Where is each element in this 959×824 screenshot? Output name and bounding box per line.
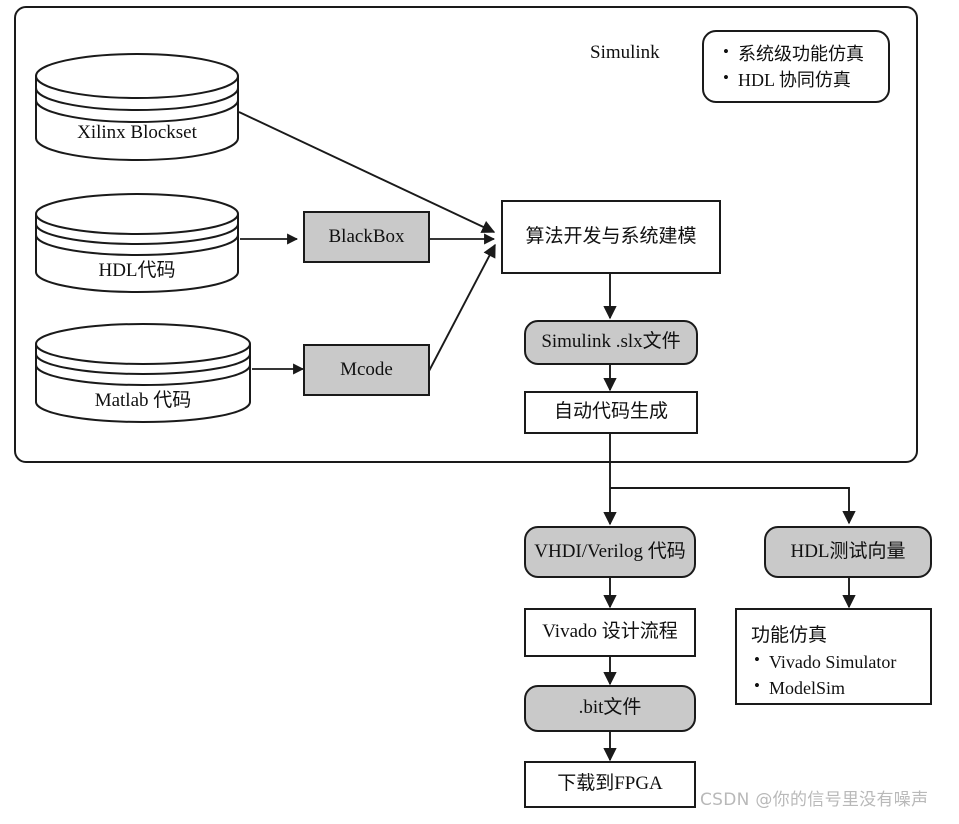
source-cylinder-hdl-code: HDL代码	[34, 192, 240, 294]
block-blackbox: BlackBox	[303, 211, 430, 263]
functional-simulation-item-1: ModelSim	[754, 674, 922, 701]
block-download-to-fpga: 下载到FPGA	[524, 761, 696, 808]
simulink-container	[14, 6, 918, 463]
cylinder-shape	[35, 53, 239, 161]
csdn-watermark: CSDN @你的信号里没有噪声	[700, 790, 929, 810]
cylinder-shape	[35, 323, 251, 423]
callout-item-0: 系统级功能仿真	[723, 40, 878, 67]
source-cylinder-label: Matlab 代码	[94, 390, 192, 411]
block-algorithm-modeling: 算法开发与系统建模	[501, 200, 721, 274]
simulink-container-label: Simulink	[590, 42, 660, 63]
source-cylinder-matlab-code: Matlab 代码	[34, 322, 252, 424]
block-hdl-testbench: HDL测试向量	[764, 526, 932, 578]
block-hdl-verilog-code: VHDI/Verilog 代码	[524, 526, 696, 578]
block-bit-file: .bit文件	[524, 685, 696, 732]
block-vivado-design-flow: Vivado 设计流程	[524, 608, 696, 657]
source-cylinder-label: Xilinx Blockset	[77, 122, 197, 143]
cylinder-shape	[35, 193, 239, 293]
callout-item-1: HDL 协同仿真	[723, 66, 878, 93]
functional-simulation-title: 功能仿真	[751, 625, 828, 646]
block-functional-simulation: 功能仿真 Vivado Simulator ModelSim	[735, 608, 932, 705]
wire-branch-to-testbench	[610, 487, 856, 525]
block-auto-code-generation: 自动代码生成	[524, 391, 698, 434]
block-mcode: Mcode	[303, 344, 430, 396]
source-cylinder-xilinx-blockset: Xilinx Blockset	[34, 50, 240, 161]
block-slx-file: Simulink .slx文件	[524, 320, 698, 365]
source-cylinder-label: HDL代码	[98, 260, 176, 281]
functional-simulation-item-0: Vivado Simulator	[754, 648, 922, 675]
simulink-capabilities-callout: 系统级功能仿真 HDL 协同仿真	[702, 30, 890, 103]
